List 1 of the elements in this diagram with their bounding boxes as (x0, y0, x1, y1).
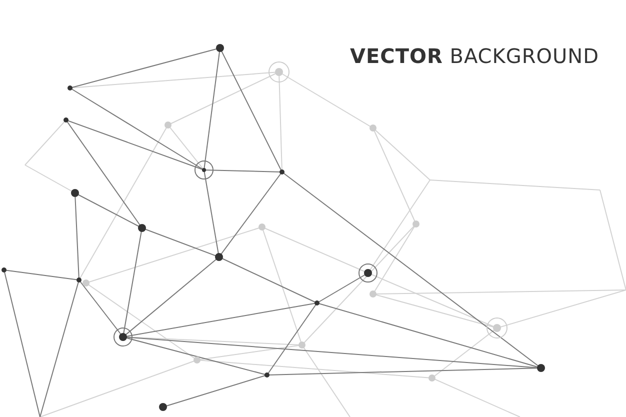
title: VECTOR BACKGROUND (350, 44, 599, 68)
